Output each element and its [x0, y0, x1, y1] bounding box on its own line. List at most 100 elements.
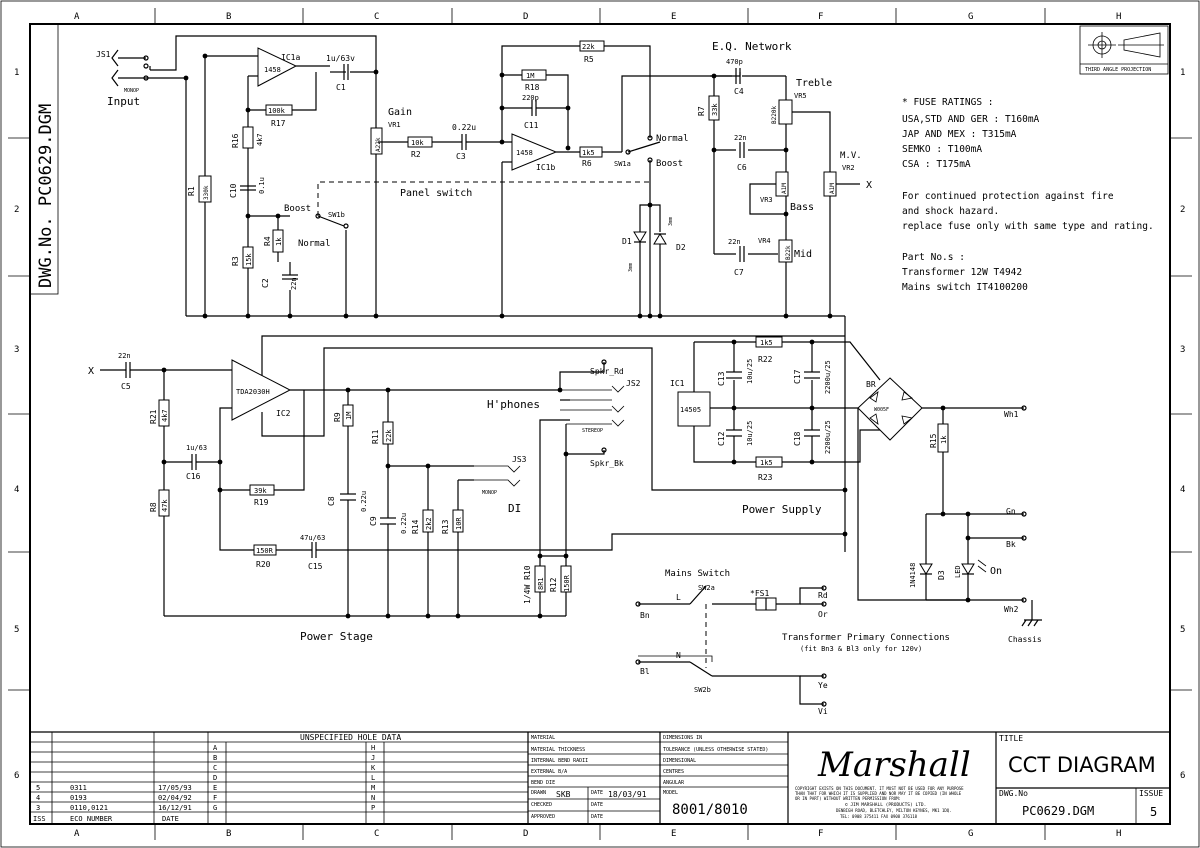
- label-C1: C1: [336, 83, 346, 92]
- col-label: A: [74, 12, 80, 22]
- row-label: 4: [14, 485, 19, 495]
- label-R9: R9: [333, 412, 342, 422]
- label-D3: D3: [937, 570, 946, 580]
- note-line: and shock hazard.: [902, 206, 999, 217]
- label-SW1a: SW1a: [614, 160, 631, 168]
- label-Vi: Vi: [818, 707, 828, 716]
- dwg-label: DWG.No: [999, 789, 1028, 798]
- label-JS3: JS3: [512, 455, 527, 464]
- label-R14v: 2k2: [425, 517, 433, 530]
- label-R22: R22: [758, 355, 773, 364]
- row-label: 5: [14, 625, 19, 635]
- label-R9v: 1M: [345, 412, 353, 420]
- eco-header: ECO NUMBER: [70, 815, 113, 823]
- label-C5v: 22n: [118, 352, 131, 360]
- label-R4v: 1k: [275, 237, 283, 246]
- label-R6: R6: [582, 159, 592, 168]
- material-row: MATERIAL THICKNESS: [531, 747, 585, 753]
- rev-letter: L: [371, 774, 375, 782]
- label-R11v: 22k: [385, 429, 393, 442]
- power-stage-components: [125, 359, 607, 593]
- label-C8: C8: [327, 496, 336, 506]
- label-Gn: Gn: [1006, 507, 1016, 516]
- label-normal2: Normal: [656, 134, 689, 144]
- drawn-label: DRAWN: [531, 790, 546, 796]
- label-14505: 14505: [680, 406, 701, 414]
- row-label: 2: [1180, 205, 1185, 215]
- di-label: DI: [508, 502, 521, 515]
- col-label: C: [374, 829, 379, 839]
- rev-letter: A: [213, 744, 218, 752]
- issue-eco: 0110,0121: [70, 804, 108, 812]
- label-LED: LED: [954, 565, 962, 578]
- hole-data-label: UNSPECIFIED HOLE DATA: [300, 733, 401, 742]
- label-R13v: 10R: [455, 517, 463, 530]
- title-block: [30, 731, 1170, 824]
- label-C3v: 0.22u: [452, 123, 476, 132]
- label-C7v: 22n: [728, 238, 741, 246]
- label-Wh1: Wh1: [1004, 410, 1019, 419]
- label-R3v: 15k: [245, 253, 253, 266]
- transformer-label: Transformer Primary Connections: [782, 633, 950, 643]
- label-R11: R11: [371, 429, 380, 444]
- label-C2: C2: [261, 278, 270, 288]
- issue-label: ISSUE: [1139, 789, 1163, 798]
- label-C10v: 0.1u: [258, 177, 266, 194]
- label-C10: C10: [229, 183, 238, 198]
- col-label: D: [523, 829, 528, 839]
- label-Bn: Bn: [640, 611, 650, 620]
- row-label: 3: [14, 345, 19, 355]
- rev-letter: H: [371, 744, 375, 752]
- label-N: N: [676, 651, 681, 660]
- note-line: Mains switch IT4100200: [902, 282, 1028, 293]
- label-W005: W005F: [874, 407, 889, 413]
- label-stereop: STEREOP: [582, 428, 603, 434]
- label-R13: R13: [441, 519, 450, 534]
- label-SW2a: SW2a: [698, 584, 715, 592]
- label-X-in: X: [88, 366, 94, 377]
- label-R15v: 1k: [940, 435, 948, 444]
- issue-value: 5: [1150, 805, 1157, 819]
- note-line: USA,STD AND GER : T160mA: [902, 114, 1040, 125]
- row-label: 6: [14, 771, 19, 781]
- note-line: * FUSE RATINGS :: [902, 97, 994, 108]
- label-C4: C4: [734, 87, 744, 96]
- label-mv: M.V.: [840, 151, 862, 161]
- rev-letter: D: [213, 774, 217, 782]
- label-R17: R17: [271, 119, 286, 128]
- power-supply-label: Power Supply: [742, 503, 822, 516]
- label-1458a: 1458: [264, 66, 281, 74]
- label-C16: C16: [186, 472, 201, 481]
- drawn-date: 18/03/91: [608, 790, 647, 799]
- row-label: 2: [14, 205, 19, 215]
- label-R10v: 8R1: [537, 577, 545, 590]
- label-R18: R18: [525, 83, 540, 92]
- label-JS2: JS2: [626, 379, 641, 388]
- power-stage-wires: [100, 335, 845, 617]
- label-C12: C12: [717, 431, 726, 446]
- label-R19: R19: [254, 498, 269, 507]
- note-line: Part No.s :: [902, 252, 965, 263]
- col-label: E: [671, 829, 676, 839]
- company-line: © JIM MARSHALL (PRODUCTS) LTD.: [845, 802, 926, 808]
- projection-symbol: THIRD ANGLE PROJECTION: [1079, 25, 1169, 75]
- drawing-title: CCT DIAGRAM: [1008, 753, 1156, 777]
- preamp-wires: [118, 35, 860, 552]
- label-R20: R20: [256, 560, 271, 569]
- label-C6: C6: [737, 163, 747, 172]
- label-R23v: 1k5: [760, 459, 773, 467]
- row-label: 1: [14, 68, 19, 78]
- label-Bl: Bl: [640, 667, 650, 676]
- label-VR4v: B22k: [785, 245, 792, 260]
- power-supply-components: [677, 336, 1042, 627]
- label-R15: R15: [929, 433, 938, 448]
- label-C16v: 1u/63: [186, 444, 207, 452]
- label-IC1a: IC1a: [281, 53, 300, 62]
- row-label: 6: [1180, 771, 1185, 781]
- label-R6v: 1k5: [582, 149, 595, 157]
- label-C2v: 22n: [290, 277, 298, 290]
- label-3mm-b: 3mm: [668, 217, 674, 226]
- label-VR3v: A1M: [781, 183, 788, 194]
- material-row: INTERNAL BEND RADII: [531, 758, 588, 764]
- label-X-out: X: [866, 180, 872, 191]
